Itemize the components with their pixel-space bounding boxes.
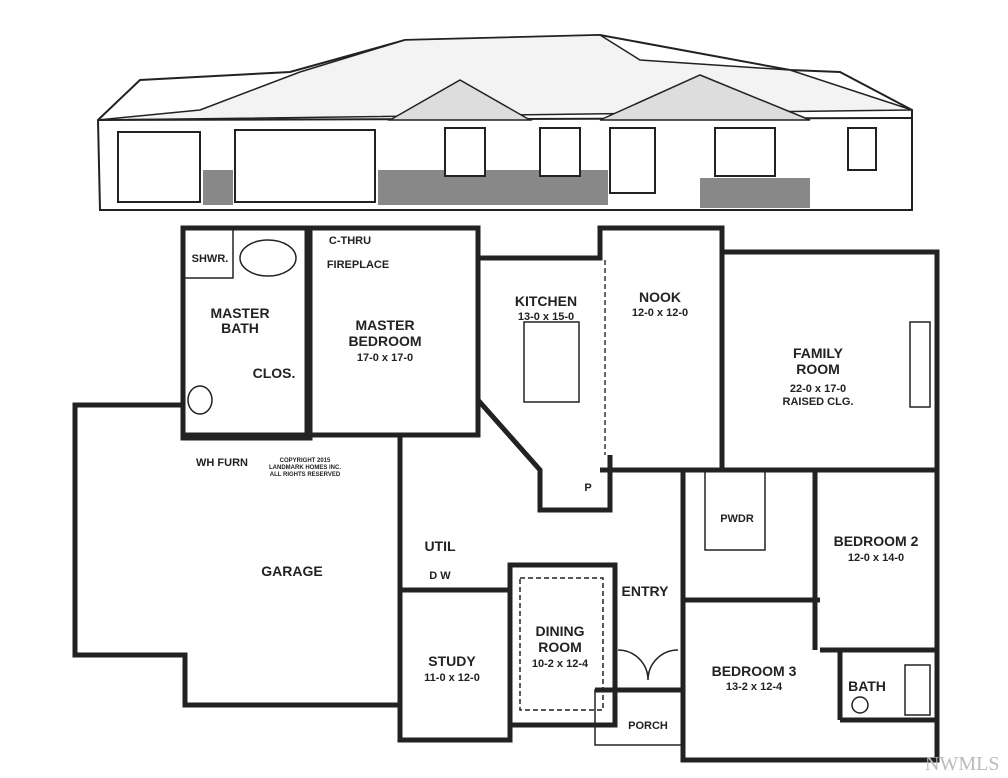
nook-label: NOOK — [639, 289, 681, 305]
study-label: STUDY — [428, 653, 476, 669]
porch-label: PORCH — [628, 720, 668, 732]
powder-room-label: PWDR — [720, 513, 754, 525]
wh-furn-label: WH FURN — [196, 457, 248, 469]
fireplace-label: C-THRU — [329, 235, 371, 247]
bedroom-3-label: BEDROOM 3 — [712, 663, 797, 679]
kitchen-label: KITCHEN — [515, 293, 577, 309]
garage-label: GARAGE — [261, 563, 322, 579]
shower-label: SHWR. — [192, 253, 229, 265]
kitchen-size: 13-0 x 15-0 — [518, 311, 574, 323]
bedroom-3-size: 13-2 x 12-4 — [726, 681, 783, 693]
floor-plan-walls — [72, 225, 940, 763]
front-elevation — [96, 33, 913, 211]
dishwasher-label: D W — [429, 570, 451, 582]
copyright-line-2: LANDMARK HOMES INC. — [269, 465, 341, 471]
entry-label: ENTRY — [622, 583, 670, 599]
bedroom-2-size: 12-0 x 14-0 — [848, 552, 904, 564]
master-bath-label: MASTER — [210, 305, 269, 321]
copyright-line-1: COPYRIGHT 2015 — [280, 458, 331, 464]
family-room-label-2: ROOM — [796, 361, 840, 377]
master-bath-label-2: BATH — [221, 320, 259, 336]
family-room-note: RAISED CLG. — [783, 396, 854, 408]
bedroom-2-label: BEDROOM 2 — [834, 533, 919, 549]
dining-room-label: DINING — [536, 623, 585, 639]
copyright-line-3: ALL RIGHTS RESERVED — [270, 472, 341, 478]
nook-size: 12-0 x 12-0 — [632, 307, 688, 319]
dining-room-label-2: ROOM — [538, 639, 582, 655]
dining-room-size: 10-2 x 12-4 — [532, 658, 589, 670]
master-bedroom-label: MASTER — [355, 317, 414, 333]
master-bedroom-size: 17-0 x 17-0 — [357, 352, 413, 364]
family-room-size: 22-0 x 17-0 — [790, 383, 846, 395]
bath-label: BATH — [848, 678, 886, 694]
nwmls-watermark: NWMLS — [925, 753, 999, 775]
family-room-label: FAMILY — [793, 345, 844, 361]
study-size: 11-0 x 12-0 — [424, 672, 480, 684]
pantry-label: P — [584, 482, 591, 494]
closet-label: CLOS. — [253, 365, 296, 381]
fireplace-label-2: FIREPLACE — [327, 259, 389, 271]
util-label: UTIL — [424, 538, 456, 554]
master-bedroom-label-2: BEDROOM — [348, 333, 421, 349]
